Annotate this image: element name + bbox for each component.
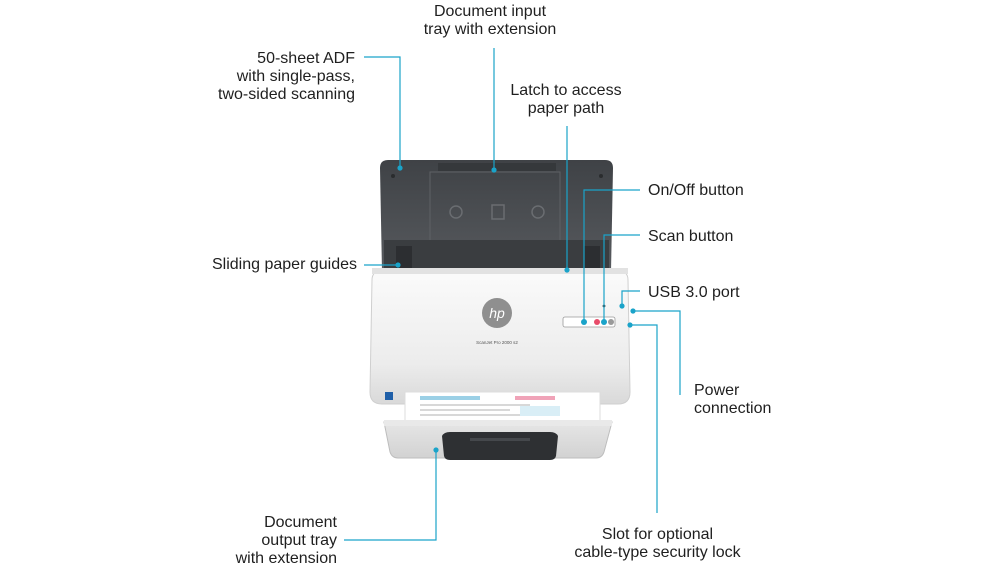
label-paper-guides: Sliding paper guides (150, 256, 357, 274)
label-document-output: Document output tray with extension (180, 514, 337, 568)
input-tray (380, 160, 613, 272)
scanner-body (369, 268, 631, 405)
label-adf-line2: with single-pass, (236, 68, 355, 85)
label-security-slot: Slot for optional cable-type security lo… (555, 526, 760, 562)
label-document-input: Document input tray with extension (400, 3, 580, 39)
label-guides-text: Sliding paper guides (212, 256, 357, 273)
label-latch: Latch to access paper path (486, 82, 646, 118)
label-security-line2: cable-type security lock (574, 544, 741, 561)
label-usb-port: USB 3.0 port (648, 284, 740, 302)
label-power-line1: Power (694, 382, 740, 399)
label-document-input-line2: tray with extension (423, 21, 557, 38)
scanned-document (404, 391, 601, 423)
label-adf: 50-sheet ADF with single-pass, two-sided… (170, 50, 355, 104)
callout-dots (395, 165, 636, 453)
label-on-off-button: On/Off button (648, 182, 744, 200)
callout-lines (344, 48, 681, 541)
label-adf-line1: 50-sheet ADF (257, 50, 355, 67)
output-tray (383, 420, 613, 460)
label-document-output-line1: Document (264, 514, 337, 531)
label-document-output-line2: output tray (261, 532, 337, 549)
label-document-input-line1: Document input (433, 3, 547, 20)
label-latch-line2: paper path (527, 100, 605, 117)
label-latch-line1: Latch to access (510, 82, 622, 99)
label-scan-button: Scan button (648, 228, 733, 246)
label-document-output-line3: with extension (235, 550, 337, 567)
label-power-connection: Power connection (694, 382, 771, 418)
label-security-line1: Slot for optional (601, 526, 714, 543)
label-adf-line3: two-sided scanning (218, 86, 355, 103)
model-label: ScanJet Pro 2000 s2 (476, 340, 518, 345)
hp-logo-text: hp (489, 305, 505, 321)
hp-logo: hp (482, 298, 512, 328)
label-power-line2: connection (694, 400, 772, 417)
label-scan-text: Scan button (648, 228, 734, 245)
label-on-off-text: On/Off button (648, 182, 744, 199)
label-usb-text: USB 3.0 port (648, 284, 740, 301)
